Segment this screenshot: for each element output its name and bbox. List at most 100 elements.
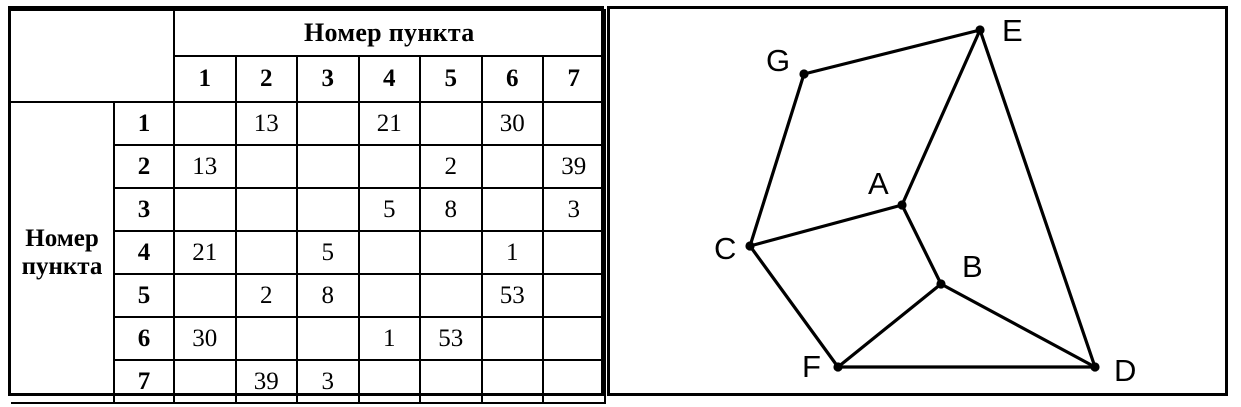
graph-labels-layer: E G A C B F D xyxy=(714,13,1136,388)
graph-edge-E-D xyxy=(978,28,1097,369)
matrix-cell-1-1 xyxy=(173,101,237,146)
matrix-cell-6-2 xyxy=(234,316,298,361)
matrix-cell-3-7: 3 xyxy=(542,187,606,232)
matrix-cell-7-4 xyxy=(357,359,421,404)
matrix-cell-4-6: 1 xyxy=(480,230,544,275)
matrix-col-header-6: 6 xyxy=(480,55,544,103)
matrix-cell-2-4 xyxy=(357,144,421,189)
matrix-cell-6-3 xyxy=(296,316,360,361)
graph-node-C xyxy=(745,241,755,251)
matrix-cell-7-7 xyxy=(542,359,606,404)
matrix-cell-6-6 xyxy=(480,316,544,361)
matrix-cell-6-5: 53 xyxy=(419,316,483,361)
matrix-cell-5-3: 8 xyxy=(296,273,360,318)
graph-node-A xyxy=(897,200,907,210)
matrix-cell-2-1: 13 xyxy=(173,144,237,189)
matrix-cell-2-6 xyxy=(480,144,544,189)
matrix-col-header-4: 4 xyxy=(357,55,421,103)
table-row: 7 39 3 xyxy=(11,359,606,404)
matrix-cell-7-1 xyxy=(173,359,237,404)
matrix-cell-1-6: 30 xyxy=(480,101,544,146)
matrix-cell-6-7 xyxy=(542,316,606,361)
matrix-cell-3-3 xyxy=(296,187,360,232)
matrix-cell-7-5 xyxy=(419,359,483,404)
matrix-top-header: Номер пункта xyxy=(173,9,606,57)
matrix-body: Номер пункта 1 2 3 4 5 6 7 Номер пункта … xyxy=(11,9,606,404)
matrix-cell-1-4: 21 xyxy=(357,101,421,146)
table-row: 3 5 8 3 xyxy=(11,187,606,232)
graph-node-label-A: A xyxy=(868,166,889,201)
matrix-cell-5-2: 2 xyxy=(234,273,298,318)
matrix-col-header-7: 7 xyxy=(542,55,606,103)
road-graph-panel: E G A C B F D xyxy=(607,6,1228,396)
graph-node-F xyxy=(833,362,843,372)
matrix-cell-3-4: 5 xyxy=(357,187,421,232)
matrix-col-header-5: 5 xyxy=(419,55,483,103)
matrix-row-header-7: 7 xyxy=(113,359,175,404)
matrix-col-header-3: 3 xyxy=(296,55,360,103)
graph-node-label-B: B xyxy=(962,249,983,284)
graph-node-label-G: G xyxy=(766,43,790,78)
graph-edge-G-E xyxy=(802,28,982,76)
matrix-cell-1-3 xyxy=(296,101,360,146)
graph-node-D xyxy=(1090,362,1100,372)
matrix-cell-2-3 xyxy=(296,144,360,189)
matrix-corner-cell xyxy=(11,9,175,103)
table-row: 4 21 5 1 xyxy=(11,230,606,275)
matrix-cell-5-4 xyxy=(357,273,421,318)
matrix-cell-6-1: 30 xyxy=(173,316,237,361)
matrix-cell-4-1: 21 xyxy=(173,230,237,275)
matrix-row-header-1: 1 xyxy=(113,101,175,146)
graph-edge-A-B xyxy=(900,203,943,286)
graph-edge-B-D xyxy=(939,282,1097,369)
matrix-cell-2-5: 2 xyxy=(419,144,483,189)
graph-node-G xyxy=(799,69,809,79)
matrix-cell-2-7: 39 xyxy=(542,144,606,189)
graph-nodes-layer xyxy=(745,25,1100,372)
matrix-cell-2-2 xyxy=(234,144,298,189)
matrix-cell-4-4 xyxy=(357,230,421,275)
graph-edge-C-F xyxy=(748,244,840,369)
distance-matrix-panel: Номер пункта 1 2 3 4 5 6 7 Номер пункта … xyxy=(8,6,606,404)
table-row: 2 13 2 39 xyxy=(11,144,606,189)
matrix-cell-7-2: 39 xyxy=(234,359,298,404)
matrix-cell-7-3: 3 xyxy=(296,359,360,404)
matrix-row-header-3: 3 xyxy=(113,187,175,232)
matrix-cell-3-5: 8 xyxy=(419,187,483,232)
matrix-row-header-4: 4 xyxy=(113,230,175,275)
matrix-cell-5-1 xyxy=(173,273,237,318)
table-row: 6 30 1 53 xyxy=(11,316,606,361)
matrix-row-header-2: 2 xyxy=(113,144,175,189)
matrix-col-header-2: 2 xyxy=(234,55,298,103)
matrix-row-header-5: 5 xyxy=(113,273,175,318)
matrix-cell-1-7 xyxy=(542,101,606,146)
matrix-cell-6-4: 1 xyxy=(357,316,421,361)
graph-edge-A-E xyxy=(900,28,982,207)
table-row: Номер пункта 1 13 21 30 xyxy=(11,101,606,404)
matrix-cell-5-7 xyxy=(542,273,606,318)
matrix-cell-3-2 xyxy=(234,187,298,232)
matrix-row-header-6: 6 xyxy=(113,316,175,361)
graph-edge-G-C xyxy=(748,72,806,248)
matrix-cell-4-7 xyxy=(542,230,606,275)
matrix-cell-4-2 xyxy=(234,230,298,275)
graph-node-label-D: D xyxy=(1114,353,1136,388)
matrix-cell-5-5 xyxy=(419,273,483,318)
matrix-side-header: Номер пункта xyxy=(11,101,115,404)
matrix-col-header-1: 1 xyxy=(173,55,237,103)
road-graph-svg: E G A C B F D xyxy=(714,13,1136,388)
matrix-cell-4-5 xyxy=(419,230,483,275)
graph-node-label-F: F xyxy=(802,349,821,384)
matrix-cell-1-5 xyxy=(419,101,483,146)
matrix-cell-7-6 xyxy=(480,359,544,404)
matrix-cell-4-3: 5 xyxy=(296,230,360,275)
matrix-top-header-row: Номер пункта xyxy=(11,9,606,103)
matrix-column-index-row: 1 2 3 4 5 6 7 xyxy=(11,55,606,103)
distance-matrix-table: Номер пункта 1 2 3 4 5 6 7 Номер пункта … xyxy=(11,9,606,404)
matrix-cell-5-6: 53 xyxy=(480,273,544,318)
matrix-cell-1-2: 13 xyxy=(234,101,298,146)
graph-edge-B-F xyxy=(836,282,943,369)
graph-node-label-C: C xyxy=(714,231,736,266)
graph-node-label-E: E xyxy=(1002,13,1023,48)
